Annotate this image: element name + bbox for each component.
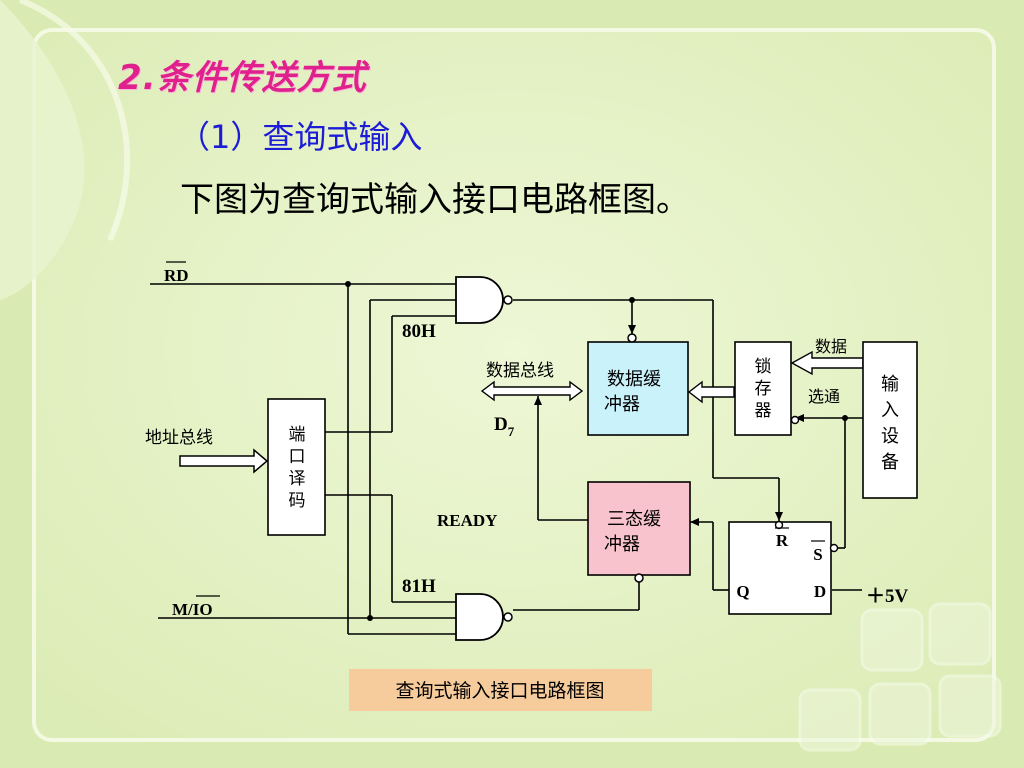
wire-junctions (345, 281, 848, 621)
data-input-arrow (790, 350, 864, 376)
d7-base: D (494, 414, 508, 435)
signal-labels: RD M/IO 80H 81H READY D7 ＋5V 数据 选通 地址总线 … (145, 261, 909, 619)
input-device-block: 输 入 设 备 (862, 341, 918, 499)
decoder-label-2: 口 (289, 447, 306, 467)
address-bus-label: 地址总线 (145, 428, 213, 448)
device-label-3: 设 (881, 426, 899, 447)
address-bus-arrow (179, 448, 269, 474)
subtitle: （1）查询式输入 (178, 118, 423, 156)
data-label: 数据 (815, 337, 847, 356)
diagram-caption: 查询式输入接口电路框图 (349, 669, 652, 711)
decoder-label-4: 码 (289, 491, 306, 511)
flipflop-d-label: D (814, 582, 826, 601)
caption-text: 查询式输入接口电路框图 (395, 680, 604, 702)
flipflop-q-label: Q (736, 582, 749, 601)
d7-subscript: 7 (508, 424, 515, 439)
tristate-label-1: 三态缓 (607, 509, 661, 530)
strobe-label: 选通 (808, 387, 840, 406)
and-gate-80h (455, 276, 513, 324)
section-title: 2.条件传送方式 (118, 58, 367, 98)
port-81h-label: 81H (402, 576, 436, 597)
data-bus-arrow (480, 380, 584, 402)
flipflop-block: R S Q D (728, 520, 839, 615)
port-decoder-block: 端 口 译 码 (267, 398, 326, 536)
rd-label: RD (164, 266, 189, 285)
device-label-2: 入 (881, 400, 899, 421)
d7-label: D7 (494, 414, 515, 439)
latch-to-buffer-arrow (687, 380, 735, 404)
decoder-label-3: 译 (289, 469, 306, 489)
tristate-buffer-block: 三态缓 冲器 (587, 481, 691, 583)
vcc-label: ＋5V (866, 586, 909, 607)
device-label-4: 备 (881, 452, 899, 473)
ready-label: READY (437, 511, 497, 530)
latch-label-2: 存 (755, 379, 772, 399)
data-buffer-label-1: 数据缓 (607, 369, 661, 390)
latch-block: 锁 存 器 (734, 341, 800, 436)
decoder-label-1: 端 (289, 425, 306, 445)
device-label-1: 输 (881, 374, 899, 395)
intro-text: 下图为查询式输入接口电路框图。 (180, 180, 690, 220)
latch-label-3: 器 (755, 401, 772, 421)
and-gate-81h (455, 593, 513, 641)
data-buffer-block: 数据缓 冲器 (587, 333, 689, 436)
flipflop-s-label: S (813, 545, 822, 564)
flipflop-r-label: R (776, 531, 789, 550)
tristate-label-2: 冲器 (604, 534, 640, 555)
data-bus-label: 数据总线 (486, 361, 554, 381)
latch-label-1: 锁 (755, 357, 772, 377)
mio-label: M/IO (172, 600, 213, 619)
data-buffer-label-2: 冲器 (604, 394, 640, 415)
port-80h-label: 80H (402, 321, 436, 342)
